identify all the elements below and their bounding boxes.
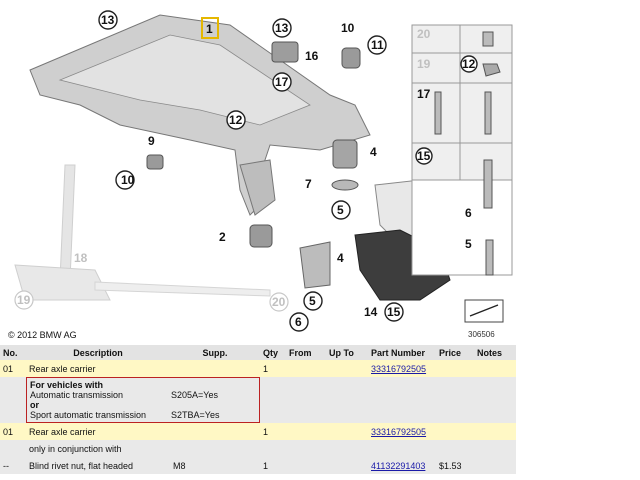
cell-from	[286, 360, 326, 377]
cell-qty: 1	[260, 457, 286, 474]
callout-5a: 5	[337, 203, 344, 217]
header-part-number: Part Number	[368, 345, 436, 360]
cell-no: 01	[0, 360, 26, 377]
strut-and-plate-drawing	[14, 164, 271, 301]
table-header-row: No. Description Supp. Qty From Up To Par…	[0, 345, 516, 360]
legend-20: 20	[417, 27, 431, 41]
rear-axle-carrier-drawing	[29, 14, 371, 289]
callout-12: 12	[229, 113, 243, 127]
cell-qty: 1	[260, 360, 286, 377]
header-description: Description	[26, 345, 170, 360]
part-number-link[interactable]: 41132291403	[371, 460, 426, 471]
callout-2: 2	[219, 230, 226, 244]
header-notes: Notes	[474, 345, 516, 360]
header-price: Price	[436, 345, 474, 360]
cell-no: 01	[0, 423, 26, 440]
ghost-callout-19: 19	[17, 293, 31, 307]
callout-4: 4	[337, 251, 344, 265]
parts-table: No. Description Supp. Qty From Up To Par…	[0, 345, 516, 474]
callout-11: 11	[371, 38, 384, 52]
legend-5: 5	[465, 237, 472, 251]
condition-or: or	[30, 400, 39, 410]
callout-6: 6	[295, 315, 302, 329]
cell-description: Rear axle carrier	[26, 360, 170, 377]
header-qty: Qty	[260, 345, 286, 360]
callout-10: 10	[341, 21, 355, 35]
cell-supp	[170, 423, 260, 440]
header-up-to: Up To	[326, 345, 368, 360]
cell-price	[436, 423, 474, 440]
condition-line1: Automatic transmission	[30, 390, 124, 400]
condition-title: For vehicles with	[30, 380, 104, 390]
callout-13: 13	[101, 13, 115, 27]
cell-notes	[474, 360, 516, 377]
condition-line2-code: S2TBA=Yes	[171, 410, 220, 420]
table-row[interactable]: 01 Rear axle carrier 1 33316792505	[0, 423, 516, 440]
legend-12: 12	[462, 57, 476, 71]
callout-7: 7	[305, 177, 312, 191]
ghost-callouts: 18 19 20	[14, 251, 289, 312]
cell-description: only in conjunction with	[26, 440, 170, 457]
callout-14: 14	[364, 305, 378, 319]
copyright-text: © 2012 BMW AG	[8, 330, 77, 340]
callout-8: 9	[148, 134, 155, 148]
cell-qty: 1	[260, 423, 286, 440]
condition-line2: Sport automatic transmission	[30, 410, 147, 420]
callout-1: 1	[206, 22, 213, 36]
table-row: only in conjunction with	[0, 440, 516, 457]
callout-16: 16	[305, 49, 319, 63]
callout-group: 13 1 13 16 17 10 11 12 9 10 4 7 5 2 4 5 …	[98, 10, 404, 332]
header-no: No.	[0, 345, 26, 360]
legend-labels: 20 12 19 17 15 6 5	[415, 27, 478, 251]
cell-price	[436, 360, 474, 377]
callout-15: 15	[387, 305, 401, 319]
cell-description: Blind rivet nut, flat headed	[26, 457, 170, 474]
vehicle-condition-box: For vehicles with Automatic transmission…	[26, 377, 260, 423]
part-number-link[interactable]: 33316792505	[371, 426, 427, 437]
callout-5b: 5	[309, 294, 316, 308]
cell-price: $1.53	[436, 457, 474, 474]
diagram-reference-number: 306506	[468, 330, 495, 339]
condition-line1-code: S205A=Yes	[171, 390, 218, 400]
legend-19: 19	[417, 57, 431, 71]
legend-6: 6	[465, 206, 472, 220]
table-row[interactable]: -- Blind rivet nut, flat headed M8 1 411…	[0, 457, 516, 474]
cell-no	[0, 440, 26, 457]
ghost-callout-20: 20	[272, 295, 286, 309]
header-supp: Supp.	[170, 345, 260, 360]
callout-17: 17	[275, 75, 289, 89]
legend-17: 17	[417, 87, 431, 101]
cell-up-to	[326, 360, 368, 377]
callout-9: 10	[121, 173, 135, 187]
part-number-link[interactable]: 33316792505	[371, 363, 427, 374]
table-row[interactable]: 01 Rear axle carrier 1 33316792505	[0, 360, 516, 377]
callout-3: 4	[370, 145, 377, 159]
parts-diagram: 13 1 13 16 17 10 11 12 9 10 4 7 5 2 4 5 …	[14, 10, 513, 332]
legend-15: 15	[417, 149, 431, 163]
ghost-callout-18: 18	[74, 251, 88, 265]
header-from: From	[286, 345, 326, 360]
cell-no: --	[0, 457, 26, 474]
cell-supp: M8	[170, 457, 260, 474]
condition-row: For vehicles with Automatic transmission…	[0, 377, 516, 423]
callout-13b: 13	[275, 21, 289, 35]
cell-description: Rear axle carrier	[26, 423, 170, 440]
cell-supp	[170, 360, 260, 377]
